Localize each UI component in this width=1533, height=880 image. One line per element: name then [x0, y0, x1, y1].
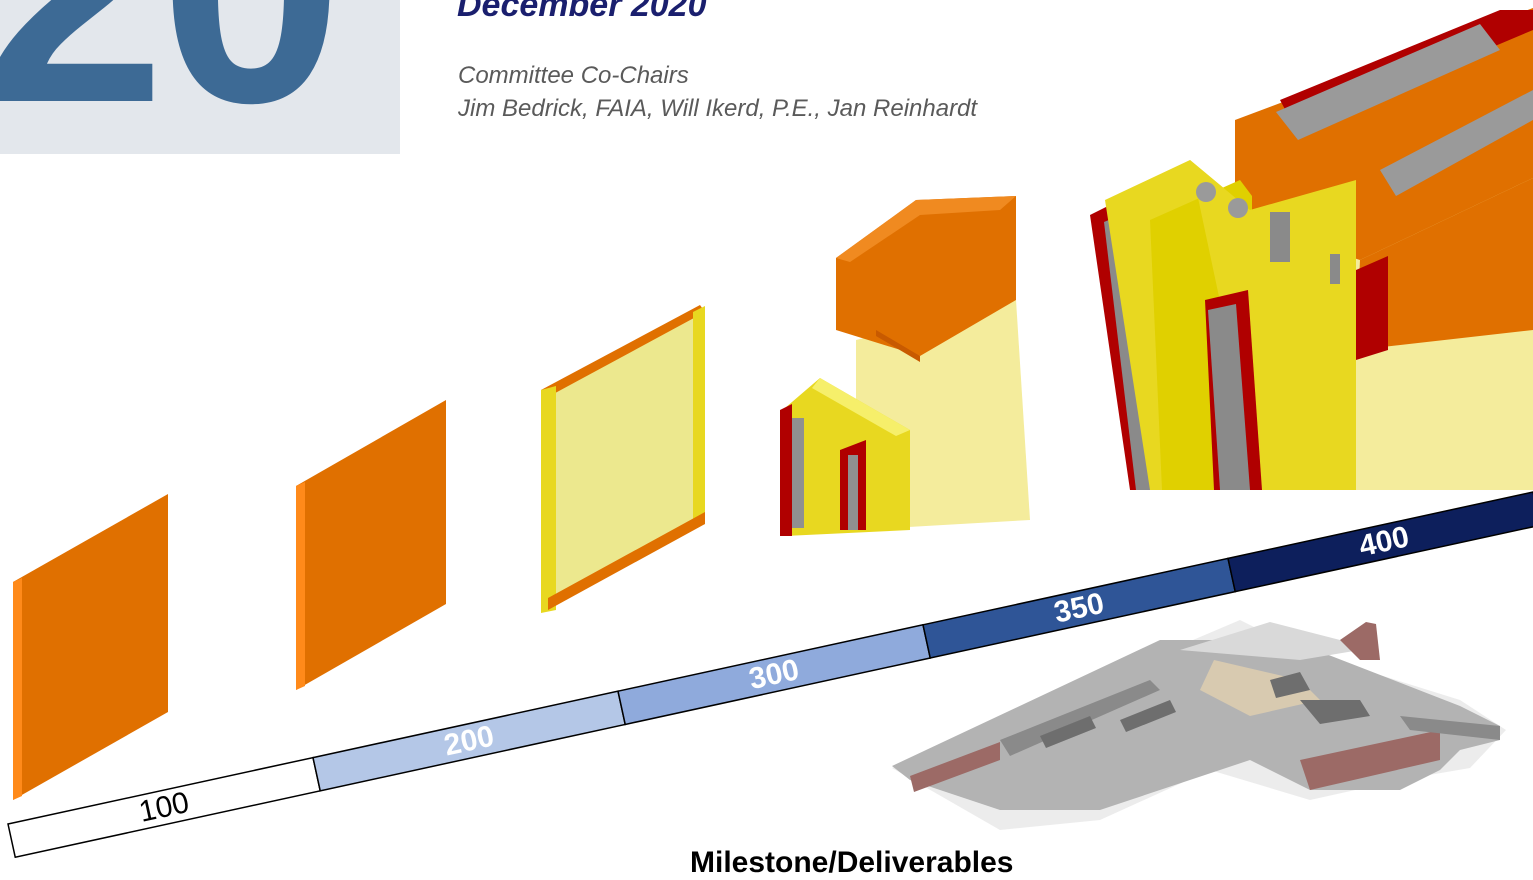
lod-label-200: 200	[441, 720, 497, 763]
big-number-panel: 20	[0, 0, 400, 154]
lod-label-400: 400	[1356, 520, 1412, 563]
lod-diagram: 100 200 300 350 400	[7, 8, 1533, 858]
lod-200-panel	[296, 400, 446, 690]
header-date: December 2020	[457, 0, 707, 24]
lod-segment-400	[1227, 491, 1533, 593]
lod-400-curtain-wall-detail	[1090, 8, 1533, 490]
lod-100-panel	[13, 494, 168, 800]
lod-350-mullion-assembly	[780, 196, 1030, 536]
cochairs-label: Committee Co-Chairs	[458, 62, 689, 89]
cochairs-names: Jim Bedrick, FAIA, Will Ikerd, P.E., Jan…	[458, 95, 978, 122]
building-model-render	[892, 620, 1506, 830]
lod-300-framed-panel	[541, 305, 705, 613]
lod-label-300: 300	[746, 653, 802, 696]
lod-label-100: 100	[136, 786, 192, 829]
footer-caption: Milestone/Deliverables	[690, 846, 1014, 879]
lod-label-350: 350	[1051, 587, 1107, 630]
big-number: 20	[0, 0, 343, 152]
